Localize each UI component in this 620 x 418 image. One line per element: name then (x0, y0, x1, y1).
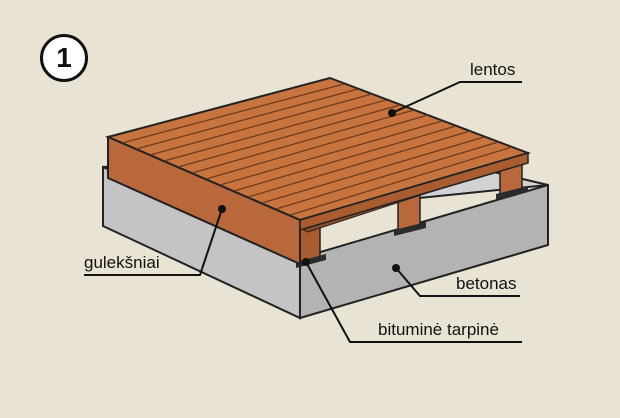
deck-side-face (299, 151, 529, 232)
leader-lines (84, 81, 522, 343)
leader-dots (218, 109, 400, 272)
dot-concrete (392, 264, 400, 272)
leader-concrete (395, 267, 520, 297)
deck-board-lines (121, 83, 513, 216)
dot-joists (218, 205, 226, 213)
label-bitumen: bituminė tarpinė (378, 320, 499, 339)
leader-joists (84, 208, 223, 276)
leader-boards (391, 81, 522, 114)
dot-boards (388, 109, 396, 117)
label-boards: lentos (470, 60, 516, 79)
deck-front-face (107, 135, 301, 266)
wooden-deck (104, 76, 532, 266)
concrete-side-face (299, 183, 549, 320)
dot-bitumen (302, 258, 310, 266)
bitumen-strip-2 (394, 222, 426, 236)
leader-bitumen (305, 261, 522, 343)
label-concrete: betonas (456, 274, 517, 293)
bitumen-strip-3 (496, 186, 528, 200)
label-joists: gulekšniai (84, 253, 160, 272)
figure-number-badge: 1 (40, 34, 88, 82)
